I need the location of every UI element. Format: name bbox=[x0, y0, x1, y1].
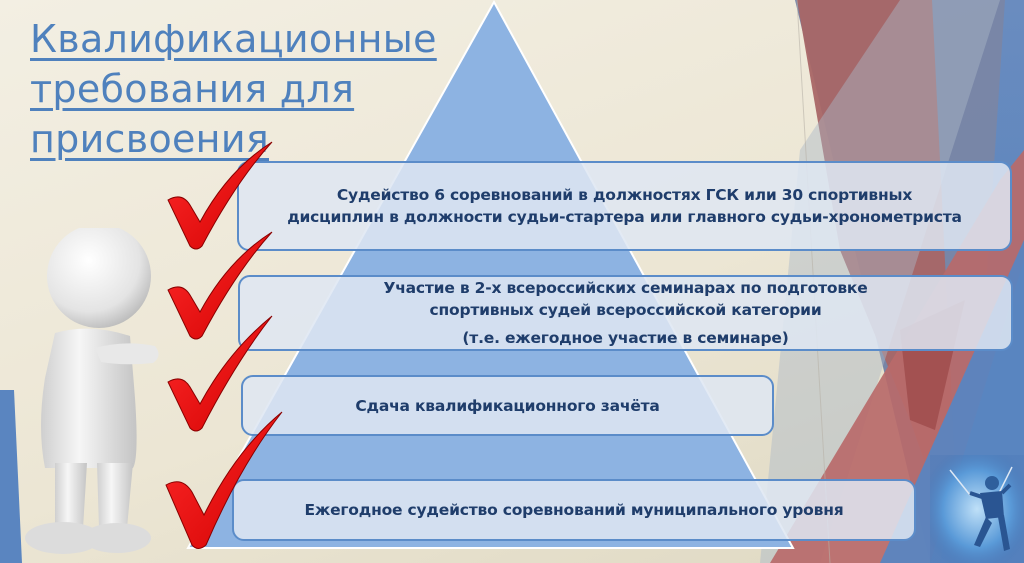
title-line-1: Квалификационные bbox=[30, 17, 437, 61]
requirement-1-line-2: дисциплин в должности судьи-стартера или… bbox=[287, 208, 962, 226]
requirement-2-line-2: спортивных судей всероссийской категории bbox=[429, 301, 822, 319]
requirement-box-4: Ежегодное судейство соревнований муницип… bbox=[232, 479, 916, 541]
slide-title: Квалификационные требования для присвоен… bbox=[30, 14, 470, 164]
requirement-box-1: Судейство 6 соревнований в должностях ГС… bbox=[237, 161, 1012, 251]
title-line-3: присвоения bbox=[30, 117, 269, 161]
stripe-left bbox=[0, 390, 22, 563]
skier-image bbox=[930, 455, 1024, 563]
requirement-box-3: Сдача квалификационного зачёта bbox=[241, 375, 774, 436]
requirement-3-line-1: Сдача квалификационного зачёта bbox=[355, 396, 660, 415]
requirement-box-2: Участие в 2-х всероссийских семинарах по… bbox=[238, 275, 1013, 351]
requirement-2-line-3: (т.е. ежегодное участие в семинаре) bbox=[462, 329, 789, 347]
requirement-4-line-1: Ежегодное судейство соревнований муницип… bbox=[304, 501, 844, 519]
title-line-2: требования для bbox=[30, 67, 355, 111]
requirement-2-line-1: Участие в 2-х всероссийских семинарах по… bbox=[383, 279, 868, 297]
requirement-1-line-1: Судейство 6 соревнований в должностях ГС… bbox=[336, 186, 913, 204]
3d-white-person-icon bbox=[25, 228, 159, 554]
